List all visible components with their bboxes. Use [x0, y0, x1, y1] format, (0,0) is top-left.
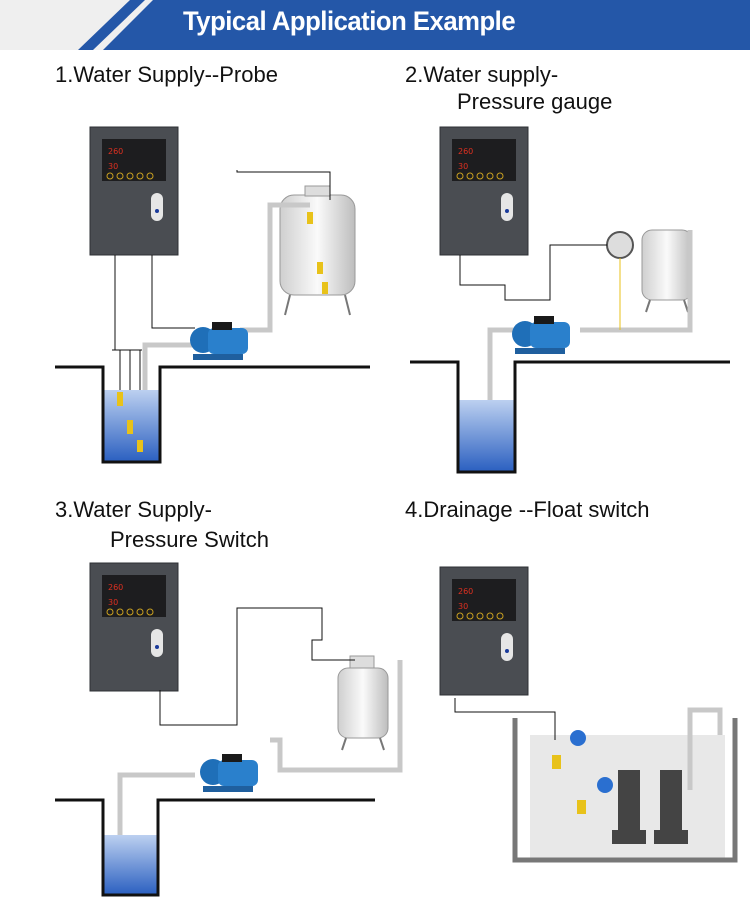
section-4-title: 4.Drainage --Float switch — [405, 497, 650, 522]
control-panel — [439, 566, 529, 696]
section-3-subtitle: Pressure Switch — [110, 527, 269, 552]
float-switch — [597, 777, 613, 793]
diagram-pressure-gauge — [410, 126, 730, 474]
well-water — [458, 400, 515, 472]
control-panel — [439, 126, 529, 256]
pump — [200, 754, 258, 792]
section-2-subtitle: Pressure gauge — [457, 89, 613, 114]
pressure-tank — [337, 667, 389, 751]
diagram-drainage — [439, 566, 738, 863]
pressure-gauge — [606, 231, 634, 259]
water-tank — [279, 185, 356, 316]
pressure-tank — [641, 229, 693, 313]
probes — [117, 212, 328, 452]
water-pipe — [117, 660, 403, 850]
title-banner: Typical Application Example — [0, 0, 750, 50]
well-water — [103, 835, 158, 895]
ground-line — [55, 365, 370, 464]
pump — [512, 316, 570, 354]
pump — [190, 322, 248, 360]
page-title: Typical Application Example — [183, 6, 516, 36]
float-switch — [570, 730, 586, 746]
control-panel — [89, 562, 179, 692]
diagram-pressure-switch — [55, 562, 403, 897]
diagram-probe — [55, 126, 370, 464]
banner-graphic — [78, 0, 750, 50]
ground-line — [410, 360, 730, 474]
pressure-switch — [349, 655, 375, 669]
submersible-pumps — [612, 770, 688, 844]
section-1-title: 1.Water Supply--Probe — [55, 62, 278, 87]
discharge-pipe — [687, 707, 723, 790]
section-3-title: 3.Water Supply- — [55, 497, 212, 522]
section-2-title: 2.Water supply- — [405, 62, 559, 87]
sump-basin — [512, 718, 738, 863]
ground-line — [55, 798, 375, 897]
control-panel — [89, 126, 179, 256]
